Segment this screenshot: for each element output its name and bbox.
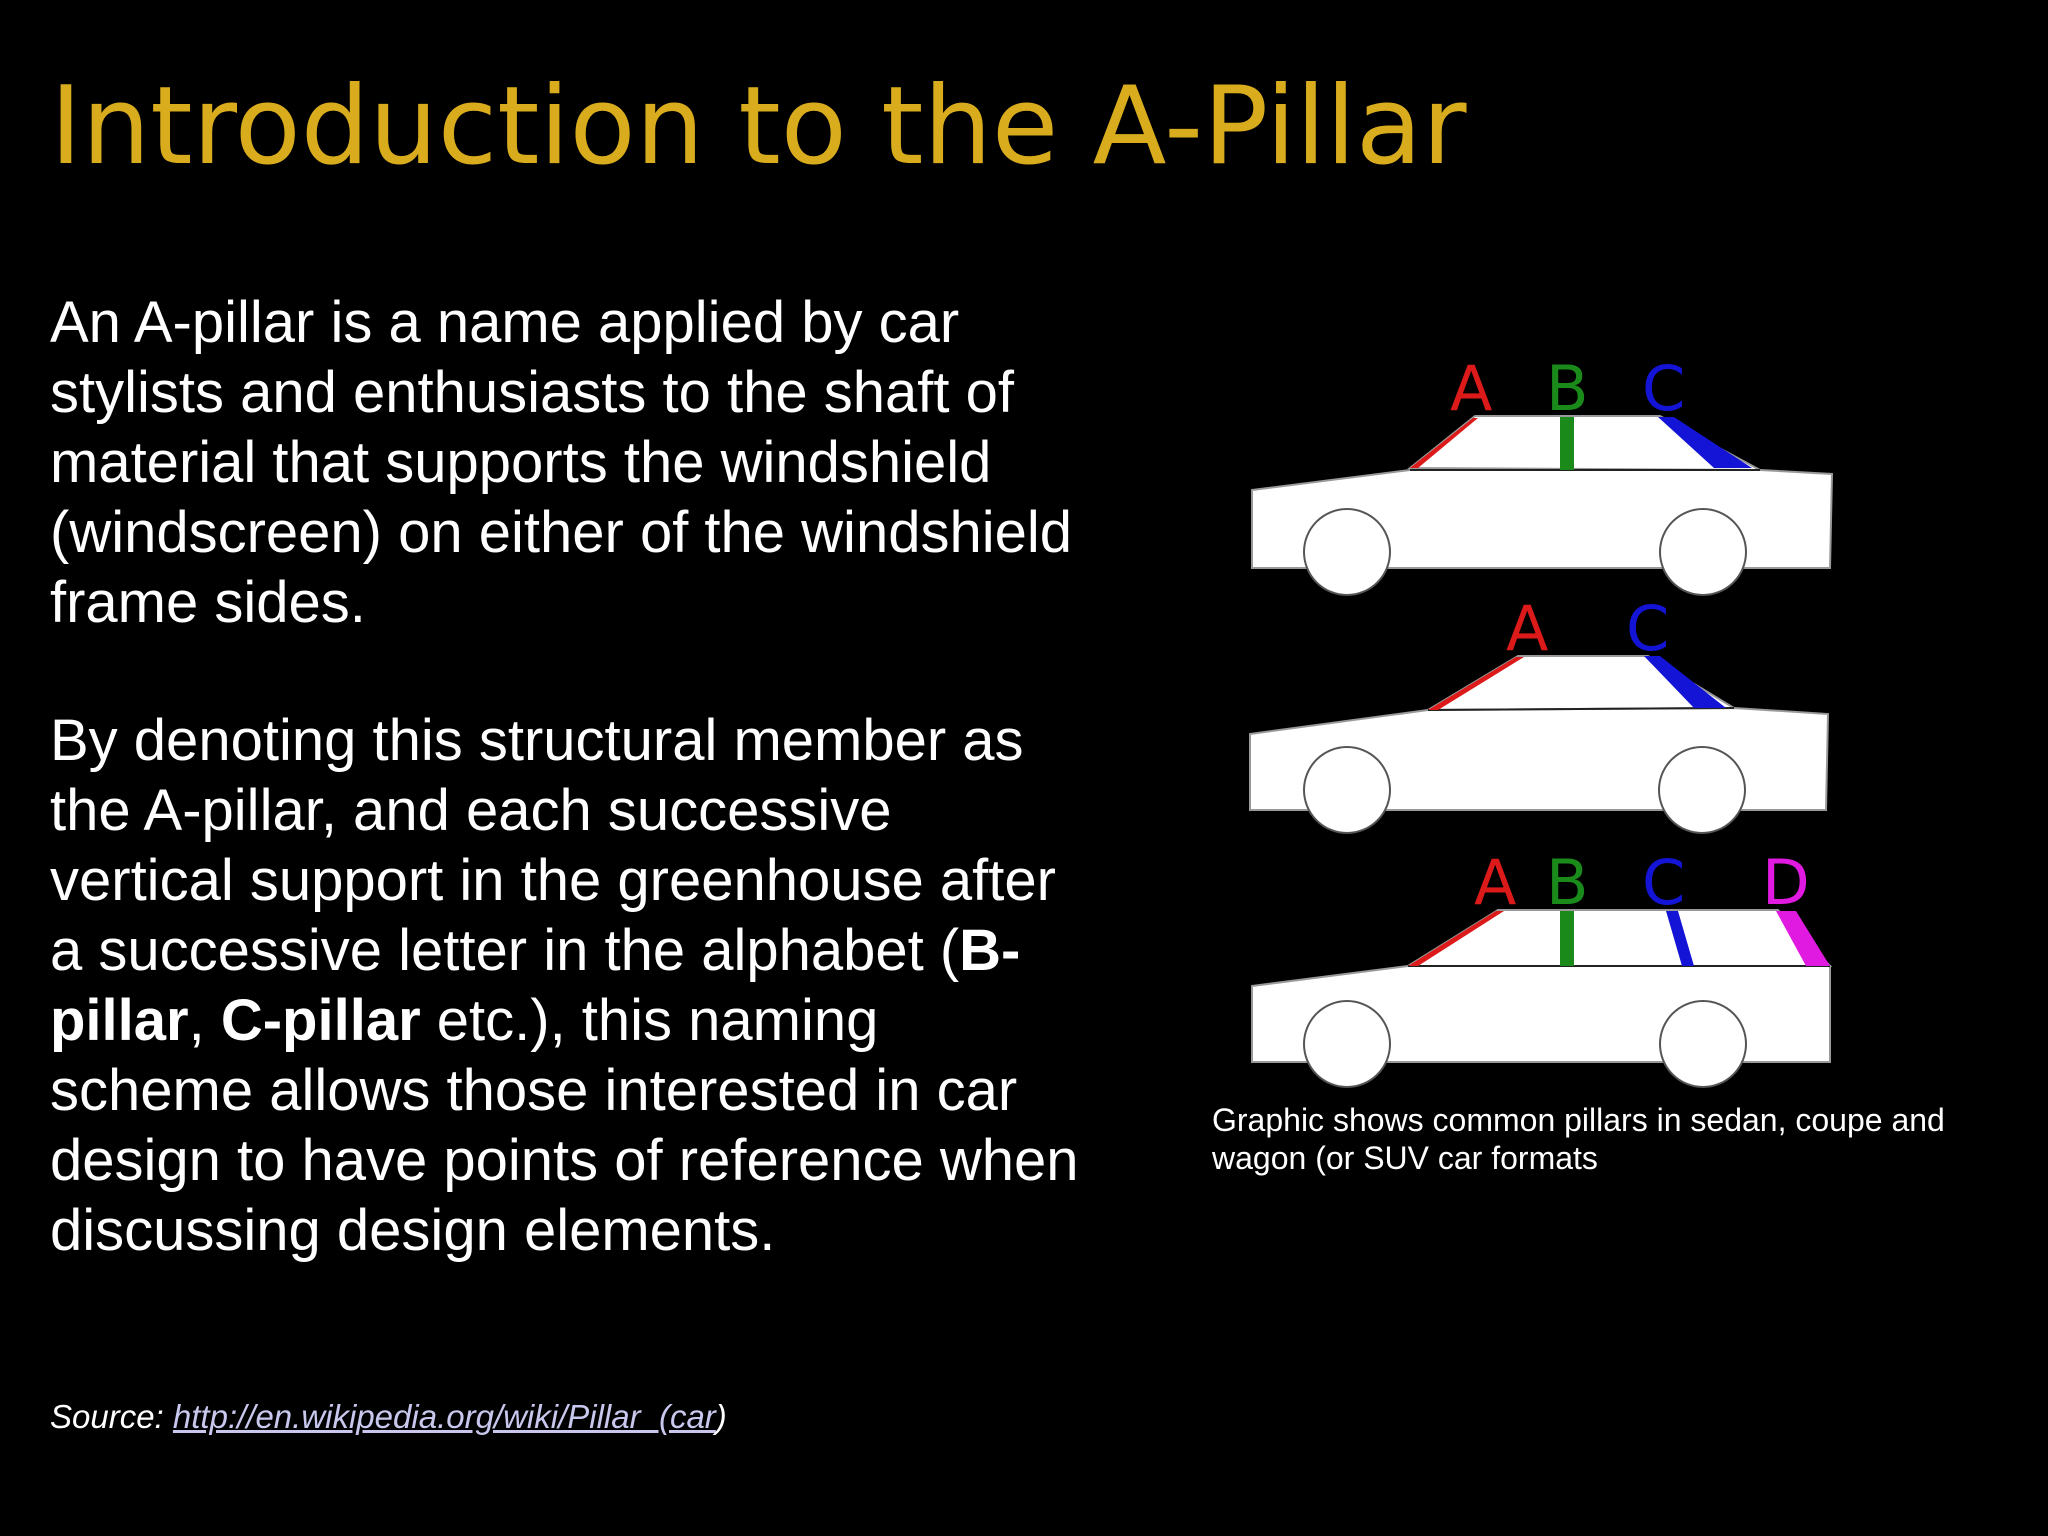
sedan-car: A B C <box>1251 352 1834 596</box>
paragraph-naming-scheme: By denoting this structural member as th… <box>50 706 1090 1266</box>
wagon-label-b: B <box>1546 846 1589 919</box>
coupe-label-c: C <box>1626 592 1669 665</box>
wagon-pillar-b <box>1560 911 1574 966</box>
coupe-rear-wheel <box>1658 746 1746 834</box>
c-pillar-term: C-pillar <box>220 988 421 1053</box>
coupe-car: A C <box>1249 592 1830 834</box>
figure-caption: Graphic shows common pillars in sedan, c… <box>1212 1102 1945 1176</box>
paragraph-naming-part2: etc.), this naming scheme allows those i… <box>50 988 1079 1263</box>
wagon-car: A B C D <box>1251 846 1833 1088</box>
sedan-pillar-b <box>1560 417 1574 470</box>
pillar-diagram: A B C A C A B <box>1249 352 1834 1088</box>
coupe-label-a: A <box>1506 592 1548 665</box>
wagon-label-d: D <box>1762 846 1810 919</box>
b-pillar-term: B-pillar <box>50 918 1021 1053</box>
wagon-pillar-a <box>1408 911 1504 966</box>
paragraph-naming-separator: , <box>188 988 221 1053</box>
paragraph-definition: An A-pillar is a name applied by car sty… <box>50 290 1072 635</box>
sedan-rear-wheel <box>1659 508 1747 596</box>
wagon-front-wheel <box>1303 1000 1391 1088</box>
coupe-pillar-c <box>1644 656 1726 708</box>
sedan-front-wheel <box>1303 508 1391 596</box>
wagon-label-c: C <box>1642 846 1685 919</box>
source-citation: Source: http://en.wikipedia.org/wiki/Pil… <box>50 1397 727 1437</box>
source-link[interactable]: http://en.wikipedia.org/wiki/Pillar_(car <box>172 1398 716 1435</box>
sedan-label-b: B <box>1546 352 1589 425</box>
source-suffix: ) <box>715 1398 727 1435</box>
wagon-rear-wheel <box>1659 1000 1747 1088</box>
slide-title: Introduction to the A-Pillar <box>50 64 1467 189</box>
sedan-label-a: A <box>1450 352 1492 425</box>
sedan-pillar-c <box>1658 417 1752 468</box>
wagon-pillar-c <box>1666 911 1694 966</box>
wagon-label-a: A <box>1474 846 1516 919</box>
source-label: Source: <box>50 1398 173 1435</box>
sedan-pillar-a <box>1410 418 1478 468</box>
sedan-label-c: C <box>1642 352 1685 425</box>
wagon-pillar-d <box>1776 911 1830 966</box>
coupe-pillar-a <box>1428 657 1524 710</box>
coupe-front-wheel <box>1303 746 1391 834</box>
paragraph-naming-part1: By denoting this structural member as th… <box>50 708 1056 983</box>
